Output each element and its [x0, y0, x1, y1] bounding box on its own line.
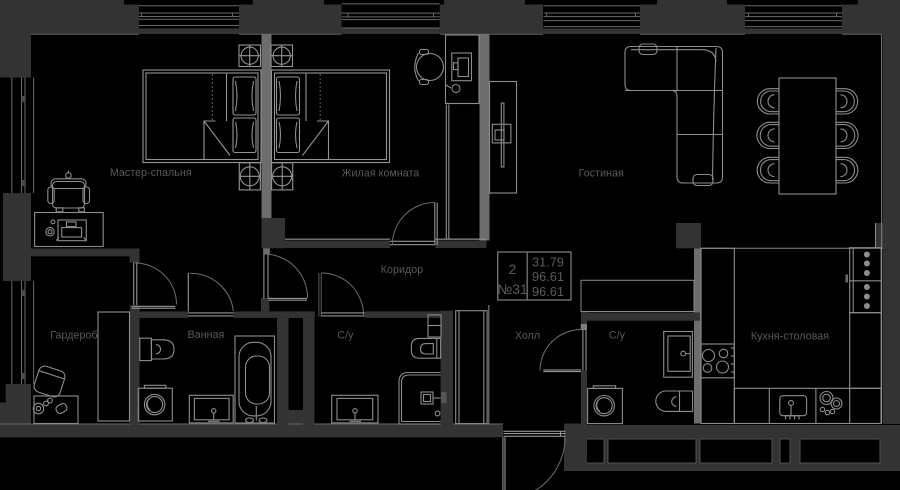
svg-text:96.61: 96.61 [532, 284, 564, 299]
svg-text:Коридор: Коридор [381, 264, 424, 276]
svg-text:Жилая комната: Жилая комната [342, 168, 420, 180]
svg-text:31.79: 31.79 [532, 255, 564, 270]
svg-text:С/у: С/у [609, 330, 626, 342]
svg-text:Гостиная: Гостиная [579, 168, 624, 180]
svg-text:Гардероб: Гардероб [50, 330, 97, 342]
svg-text:С/у: С/у [337, 330, 354, 342]
svg-text:Холл: Холл [515, 330, 540, 342]
svg-text:2: 2 [509, 261, 517, 277]
svg-text:№31: №31 [497, 281, 528, 297]
svg-text:96.61: 96.61 [532, 269, 564, 284]
svg-text:Кухня-столовая: Кухня-столовая [751, 331, 829, 343]
svg-text:Мастер-спальня: Мастер-спальня [110, 167, 192, 179]
svg-text:Ванная: Ванная [188, 329, 225, 341]
